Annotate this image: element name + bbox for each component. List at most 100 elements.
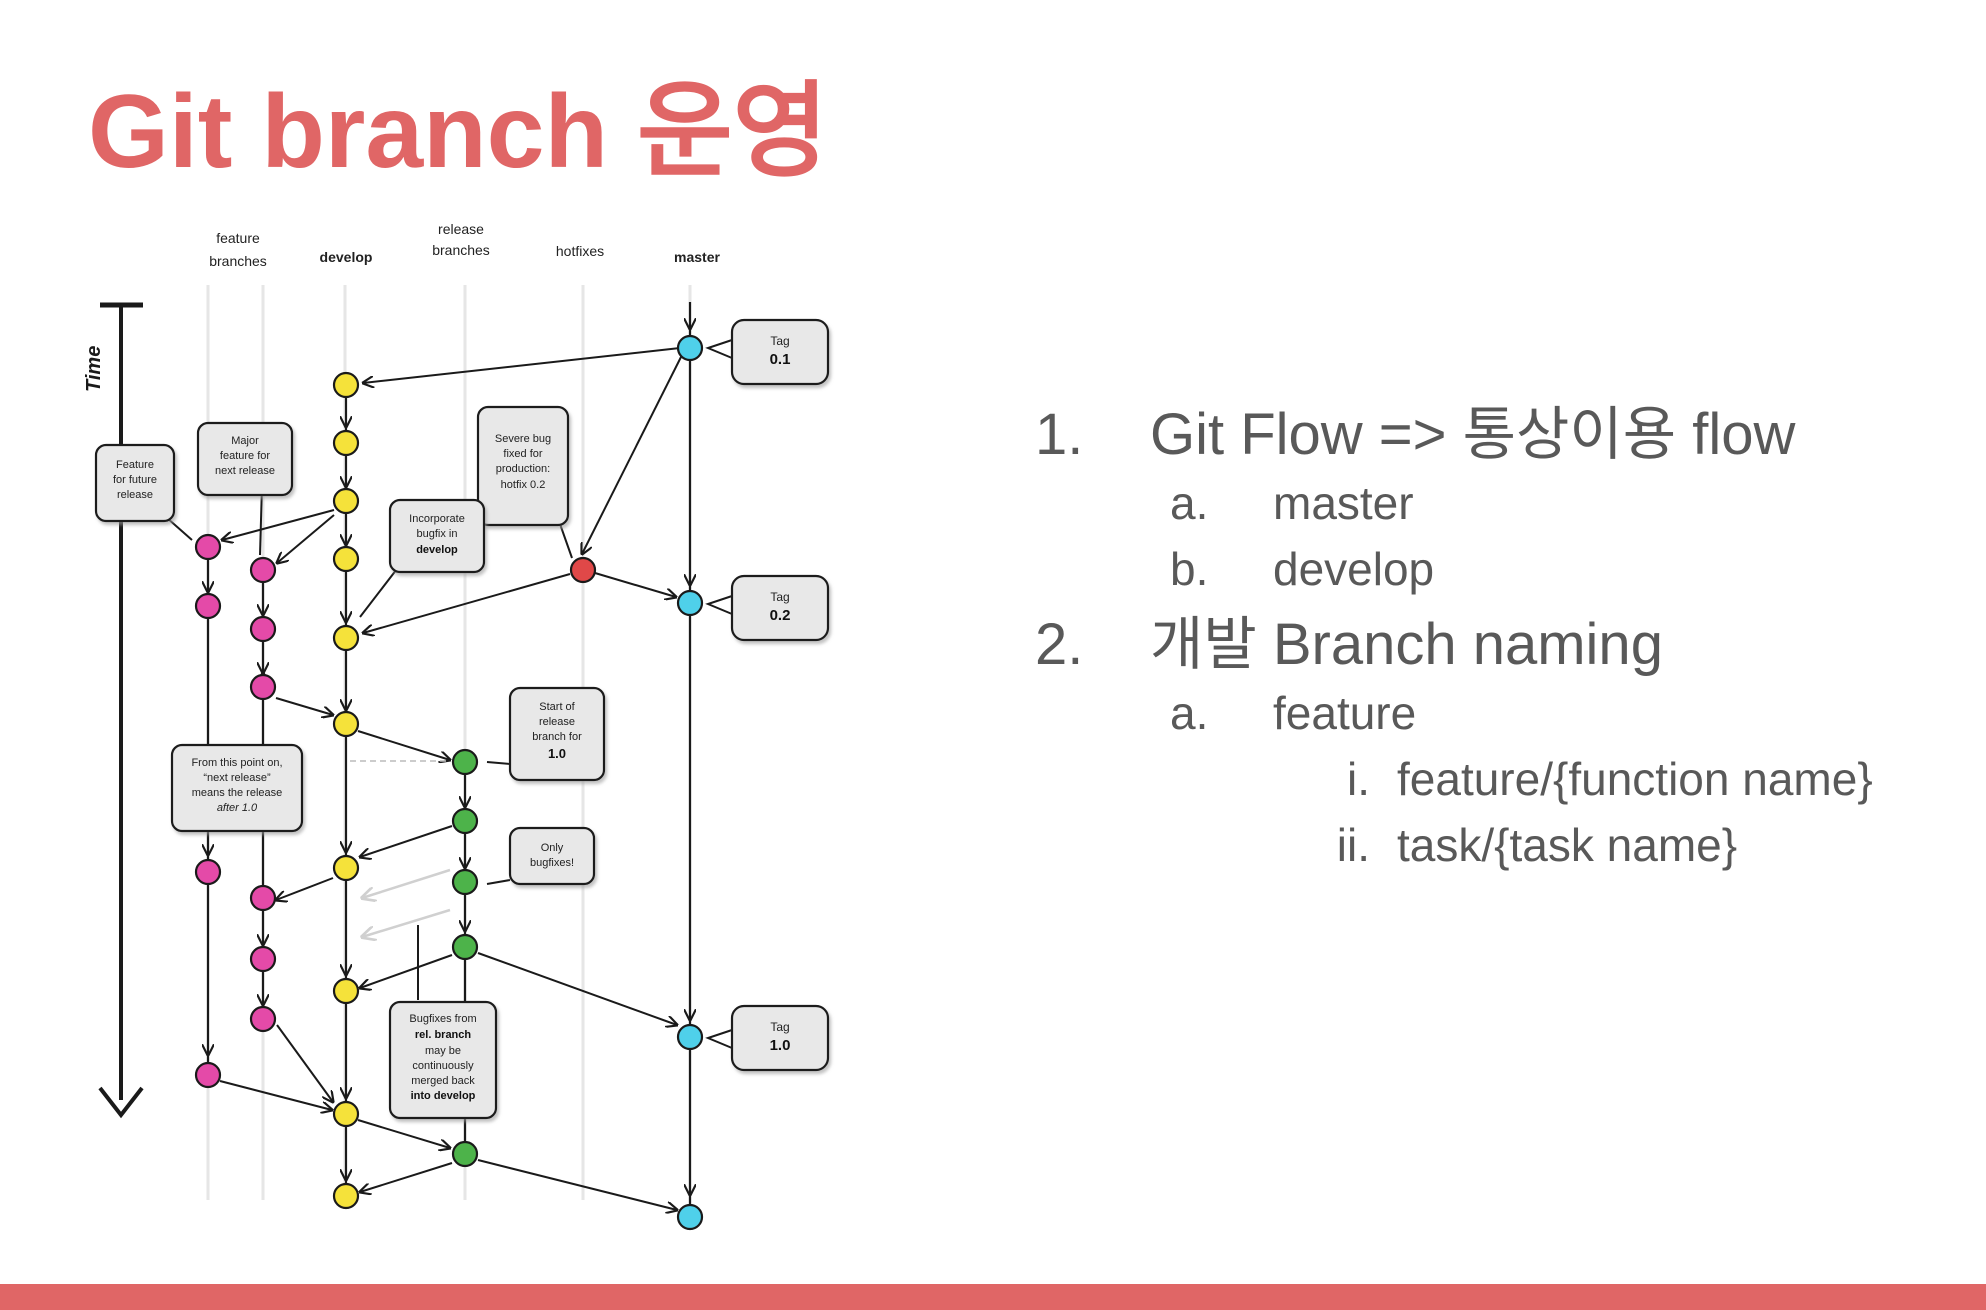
outline-text: feature/{function name} xyxy=(1397,753,1873,805)
develop-node xyxy=(332,1100,360,1128)
callout-bugfixes-from: Bugfixes from rel. branch may be continu… xyxy=(388,1000,498,1120)
release-node xyxy=(451,1140,479,1168)
callout-bugfixes-from-line: continuously xyxy=(412,1060,474,1072)
callout-major-feature-line: next release xyxy=(215,465,275,477)
callout-tag-0-2-line: 0.2 xyxy=(770,607,791,624)
develop-node xyxy=(332,854,360,882)
feature-node xyxy=(249,673,277,701)
release-node xyxy=(451,748,479,776)
callout-bugfixes-from-line: Bugfixes from xyxy=(409,1013,476,1025)
master-node xyxy=(676,334,704,362)
faint-merge-arrows xyxy=(362,868,451,937)
callout-start-release-line: release xyxy=(539,716,575,728)
outline-item: i. feature/{function name} xyxy=(1030,746,1970,812)
callout-tag-0-1-line: 0.1 xyxy=(770,351,791,368)
master-node xyxy=(676,589,704,617)
outline-marker: b. xyxy=(1170,543,1209,595)
commit-nodes xyxy=(194,334,704,1231)
header-feature-branches-line2: branches xyxy=(209,253,267,269)
outline-marker: a. xyxy=(1170,477,1209,529)
outline-item: 2. 개발 Branch naming xyxy=(1030,610,1970,680)
callout-start-release-line: branch for xyxy=(532,731,582,743)
callout-bugfixes-from-line: may be xyxy=(425,1045,461,1057)
feature-node xyxy=(194,592,222,620)
slide-title: Git branch 운영 xyxy=(88,74,829,190)
outline-item: 1. Git Flow => 통상이용 flow xyxy=(1030,400,1970,470)
callout-bugfixes-from-line: merged back xyxy=(411,1075,475,1087)
callout-only-bugfixes-line: bugfixes! xyxy=(530,857,574,869)
callout-tag-0-2: Tag 0.2 xyxy=(730,574,830,642)
release-node xyxy=(451,868,479,896)
callout-incorporate-line: Incorporate xyxy=(409,513,465,525)
callout-tag-1-0: Tag 1.0 xyxy=(730,1004,830,1072)
outline-marker: 2. xyxy=(1035,612,1084,677)
header-release-branches-line2: branches xyxy=(432,242,490,258)
callout-start-release-line: Start of xyxy=(539,701,575,713)
callout-from-this-point-line: From this point on, xyxy=(191,757,282,769)
callout-incorporate: Incorporate bugfix in develop xyxy=(388,498,486,574)
develop-node xyxy=(332,710,360,738)
callout-tag-0-1: Tag 0.1 xyxy=(730,318,830,386)
callout-bugfixes-from-line: rel. branch xyxy=(415,1029,472,1041)
feature-node xyxy=(249,884,277,912)
outline-item: a. feature xyxy=(1030,680,1970,746)
callout-from-this-point: From this point on, “next release” means… xyxy=(170,743,304,833)
callout-only-bugfixes: Only bugfixes! xyxy=(508,826,596,886)
release-node xyxy=(451,807,479,835)
develop-node xyxy=(332,624,360,652)
callout-start-release: Start of release branch for 1.0 xyxy=(508,686,606,782)
outline-text: feature xyxy=(1273,687,1417,739)
callout-major-feature-line: feature for xyxy=(220,450,270,462)
callout-only-bugfixes-line: Only xyxy=(541,842,564,854)
callout-feature-future: Feature for future release xyxy=(94,443,176,523)
header-hotfixes: hotfixes xyxy=(556,243,604,259)
develop-node xyxy=(332,487,360,515)
feature-node xyxy=(249,1005,277,1033)
footer-bar xyxy=(0,1284,1986,1310)
develop-node xyxy=(332,1182,360,1210)
bullet-outline: 1. Git Flow => 통상이용 flow a. master b. de… xyxy=(1030,400,1970,878)
develop-node xyxy=(332,371,360,399)
outline-text: 개발 Branch naming xyxy=(1150,612,1663,677)
callout-from-this-point-line: “next release” xyxy=(203,772,271,784)
outline-text: develop xyxy=(1273,543,1435,595)
callout-incorporate-line: develop xyxy=(416,544,458,556)
master-node xyxy=(676,1203,704,1231)
callout-major-feature-line: Major xyxy=(231,435,259,447)
outline-text: master xyxy=(1273,477,1414,529)
header-master: master xyxy=(674,249,720,265)
feature-node xyxy=(249,945,277,973)
outline-marker: 1. xyxy=(1035,402,1084,467)
release-node xyxy=(451,933,479,961)
callout-major-feature: Major feature for next release xyxy=(196,421,294,497)
outline-text: task/{task name} xyxy=(1397,819,1738,871)
develop-node xyxy=(332,977,360,1005)
callout-feature-future-line: Feature xyxy=(116,459,154,471)
callout-severe-bug-line: fixed for xyxy=(503,448,542,460)
outline-text: Git Flow => 통상이용 flow xyxy=(1150,402,1796,467)
header-release-branches-line1: release xyxy=(438,221,484,237)
callout-incorporate-line: bugfix in xyxy=(417,528,458,540)
outline-marker: a. xyxy=(1170,687,1209,739)
git-flow-diagram: feature branches develop release branche… xyxy=(83,221,830,1231)
callout-tag-1-0-line: Tag xyxy=(770,1020,789,1034)
develop-node xyxy=(332,429,360,457)
column-headers: feature branches develop release branche… xyxy=(209,221,720,269)
outline-item: ii. task/{task name} xyxy=(1030,812,1970,878)
callout-feature-future-line: for future xyxy=(113,474,157,486)
outline-marker: i. xyxy=(1347,753,1370,805)
callout-severe-bug-line: Severe bug xyxy=(495,433,551,445)
develop-node xyxy=(332,545,360,573)
feature-node xyxy=(194,533,222,561)
feature-node xyxy=(249,615,277,643)
time-axis: Time xyxy=(83,302,144,1119)
callout-from-this-point-line: after 1.0 xyxy=(217,802,258,814)
callout-bugfixes-from-line: into develop xyxy=(411,1090,476,1102)
callout-tag-0-2-line: Tag xyxy=(770,590,789,604)
time-label: Time xyxy=(83,346,105,392)
callout-severe-bug-line: hotfix 0.2 xyxy=(501,479,546,491)
callout-tag-1-0-line: 1.0 xyxy=(770,1037,791,1054)
callout-feature-future-line: release xyxy=(117,489,153,501)
feature-node xyxy=(249,556,277,584)
outline-marker: ii. xyxy=(1336,819,1370,871)
